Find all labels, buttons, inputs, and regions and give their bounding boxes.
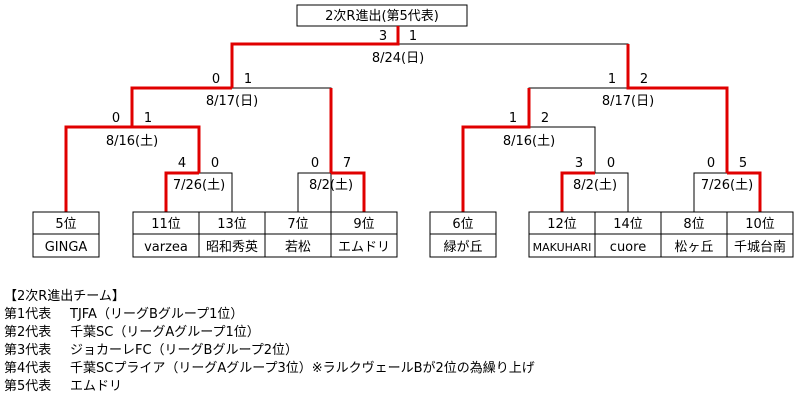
note-text: 千葉SC（リーグAグループ1位） [70,325,260,340]
match-date: 7/26(土) [173,178,225,193]
note-label: 第3代表 [4,343,52,358]
note-row: 第5代表 エムドリ [4,378,535,396]
winning-path-lines [64,26,762,212]
r-r1a-right-line [595,172,629,212]
final-right-line [398,43,629,88]
note-row: 第4代表 千葉SCプライア（リーグAグループ3位）※ラルクヴェールBが2位の為繰り… [4,360,535,378]
team-name: 千城台南 [734,239,786,255]
score-left: 0 [311,156,319,171]
r-qf1-winner-line [461,88,531,212]
score-right: 0 [607,156,615,171]
match-date: 8/17(日) [206,94,258,109]
score-right: 5 [739,156,747,171]
l-qf1-winner-line [64,125,201,212]
score-right: 1 [144,111,152,126]
score-right: 0 [211,156,219,171]
team-seed: 12位 [547,217,577,232]
match-date: 8/2(土) [309,178,353,193]
team-seed: 5位 [55,217,76,232]
note-text: エムドリ [70,379,123,394]
match-date: 7/26(土) [701,178,753,193]
team-name: 緑が丘 [443,240,482,255]
note-label: 第1代表 [4,307,52,322]
match-date: 8/24(日) [372,51,424,66]
team-name: varzea [144,240,188,255]
r-qf1-right-line [529,126,596,173]
score-right: 1 [244,72,252,87]
title-box [296,4,468,27]
score-left: 0 [112,111,120,126]
team-seed: 13位 [217,217,247,232]
team-seed: 6位 [452,217,473,232]
note-row: 第3代表 ジョカーレFC（リーグBグループ2位） [4,342,535,360]
r-r1b-winner-line [727,171,762,212]
match-date: 8/16(土) [503,134,555,149]
team-seed: 9位 [353,217,374,232]
score-left: 3 [379,29,387,44]
score-left: 3 [575,156,583,171]
l-semi-left-winner-line [130,86,232,127]
l-r1a-right-line [199,172,233,212]
final-winner-line [230,26,400,88]
note-label: 第2代表 [4,325,52,340]
team-seed: 8位 [683,217,704,232]
notes-heading: 【2次R進出チーム】 [4,289,125,304]
score-left: 4 [178,156,186,171]
score-right: 1 [409,29,417,44]
team-name: cuore [610,240,646,255]
l-r1b-left-line [297,172,331,212]
team-name: エムドリ [338,240,390,255]
score-right: 7 [343,156,351,171]
score-left: 1 [509,111,517,126]
score-right: 2 [541,111,549,126]
team-name: MAKUHARI [533,241,592,254]
team-name: GINGA [45,240,88,255]
score-left: 1 [608,72,616,87]
r-r1a-winner-line [560,171,595,212]
team-seed: 14位 [613,217,643,232]
note-label: 第4代表 [4,361,52,376]
team-name: 昭和秀英 [206,240,258,255]
score-left: 0 [212,72,220,87]
note-text: TJFA（リーグBグループ1位） [70,307,244,322]
note-row: 第2代表 千葉SC（リーグAグループ1位） [4,324,535,342]
match-date: 8/17(日) [602,94,654,109]
bracket-title: 2次R進出(第5代表) [325,8,439,24]
team-seed: 10位 [745,217,775,232]
team-seed: 11位 [151,217,181,232]
team-boxes [32,211,794,258]
note-text: 千葉SCプライア（リーグAグループ3位）※ラルクヴェールBが2位の為繰り上げ [70,361,535,376]
r-r1b-left-line [693,172,727,212]
match-date: 8/2(土) [573,178,617,193]
score-left: 0 [707,156,715,171]
note-label: 第5代表 [4,379,52,394]
team-seed: 7位 [287,217,308,232]
r-semi-winner-line [626,44,729,173]
l-r1b-winner-line [331,171,366,212]
l-r1a-winner-line [164,171,199,212]
team-name: 若松 [285,239,311,255]
note-row: 第1代表 TJFA（リーグBグループ1位） [4,306,535,324]
match-date: 8/16(土) [106,134,158,149]
team-name: 松ヶ丘 [674,240,713,255]
score-right: 2 [640,72,648,87]
note-text: ジョカーレFC（リーグBグループ2位） [70,343,298,358]
